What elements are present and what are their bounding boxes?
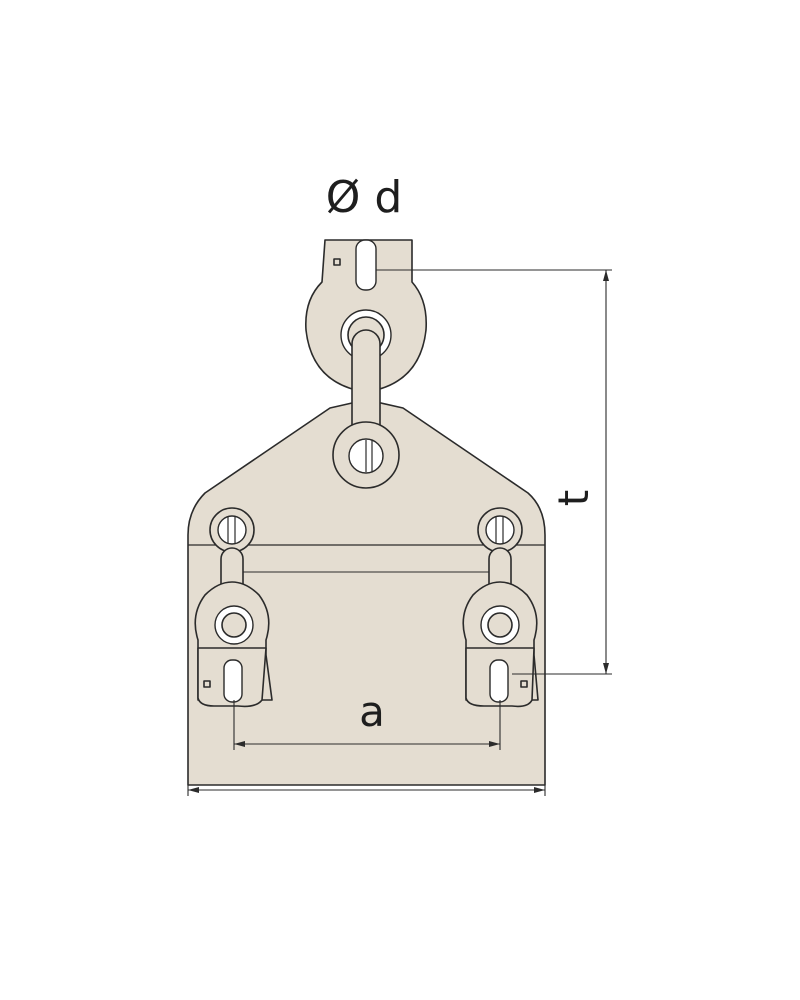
center-link	[332, 329, 400, 489]
dimension-t	[376, 269, 612, 675]
dimension-a	[233, 700, 501, 750]
right-hook-assembly	[462, 507, 539, 708]
spacing-label: a	[359, 687, 385, 736]
height-label: t	[549, 490, 598, 506]
left-hook-assembly	[194, 507, 273, 708]
dimension-overall-width	[187, 785, 546, 796]
diameter-label: Ø d	[326, 172, 403, 223]
